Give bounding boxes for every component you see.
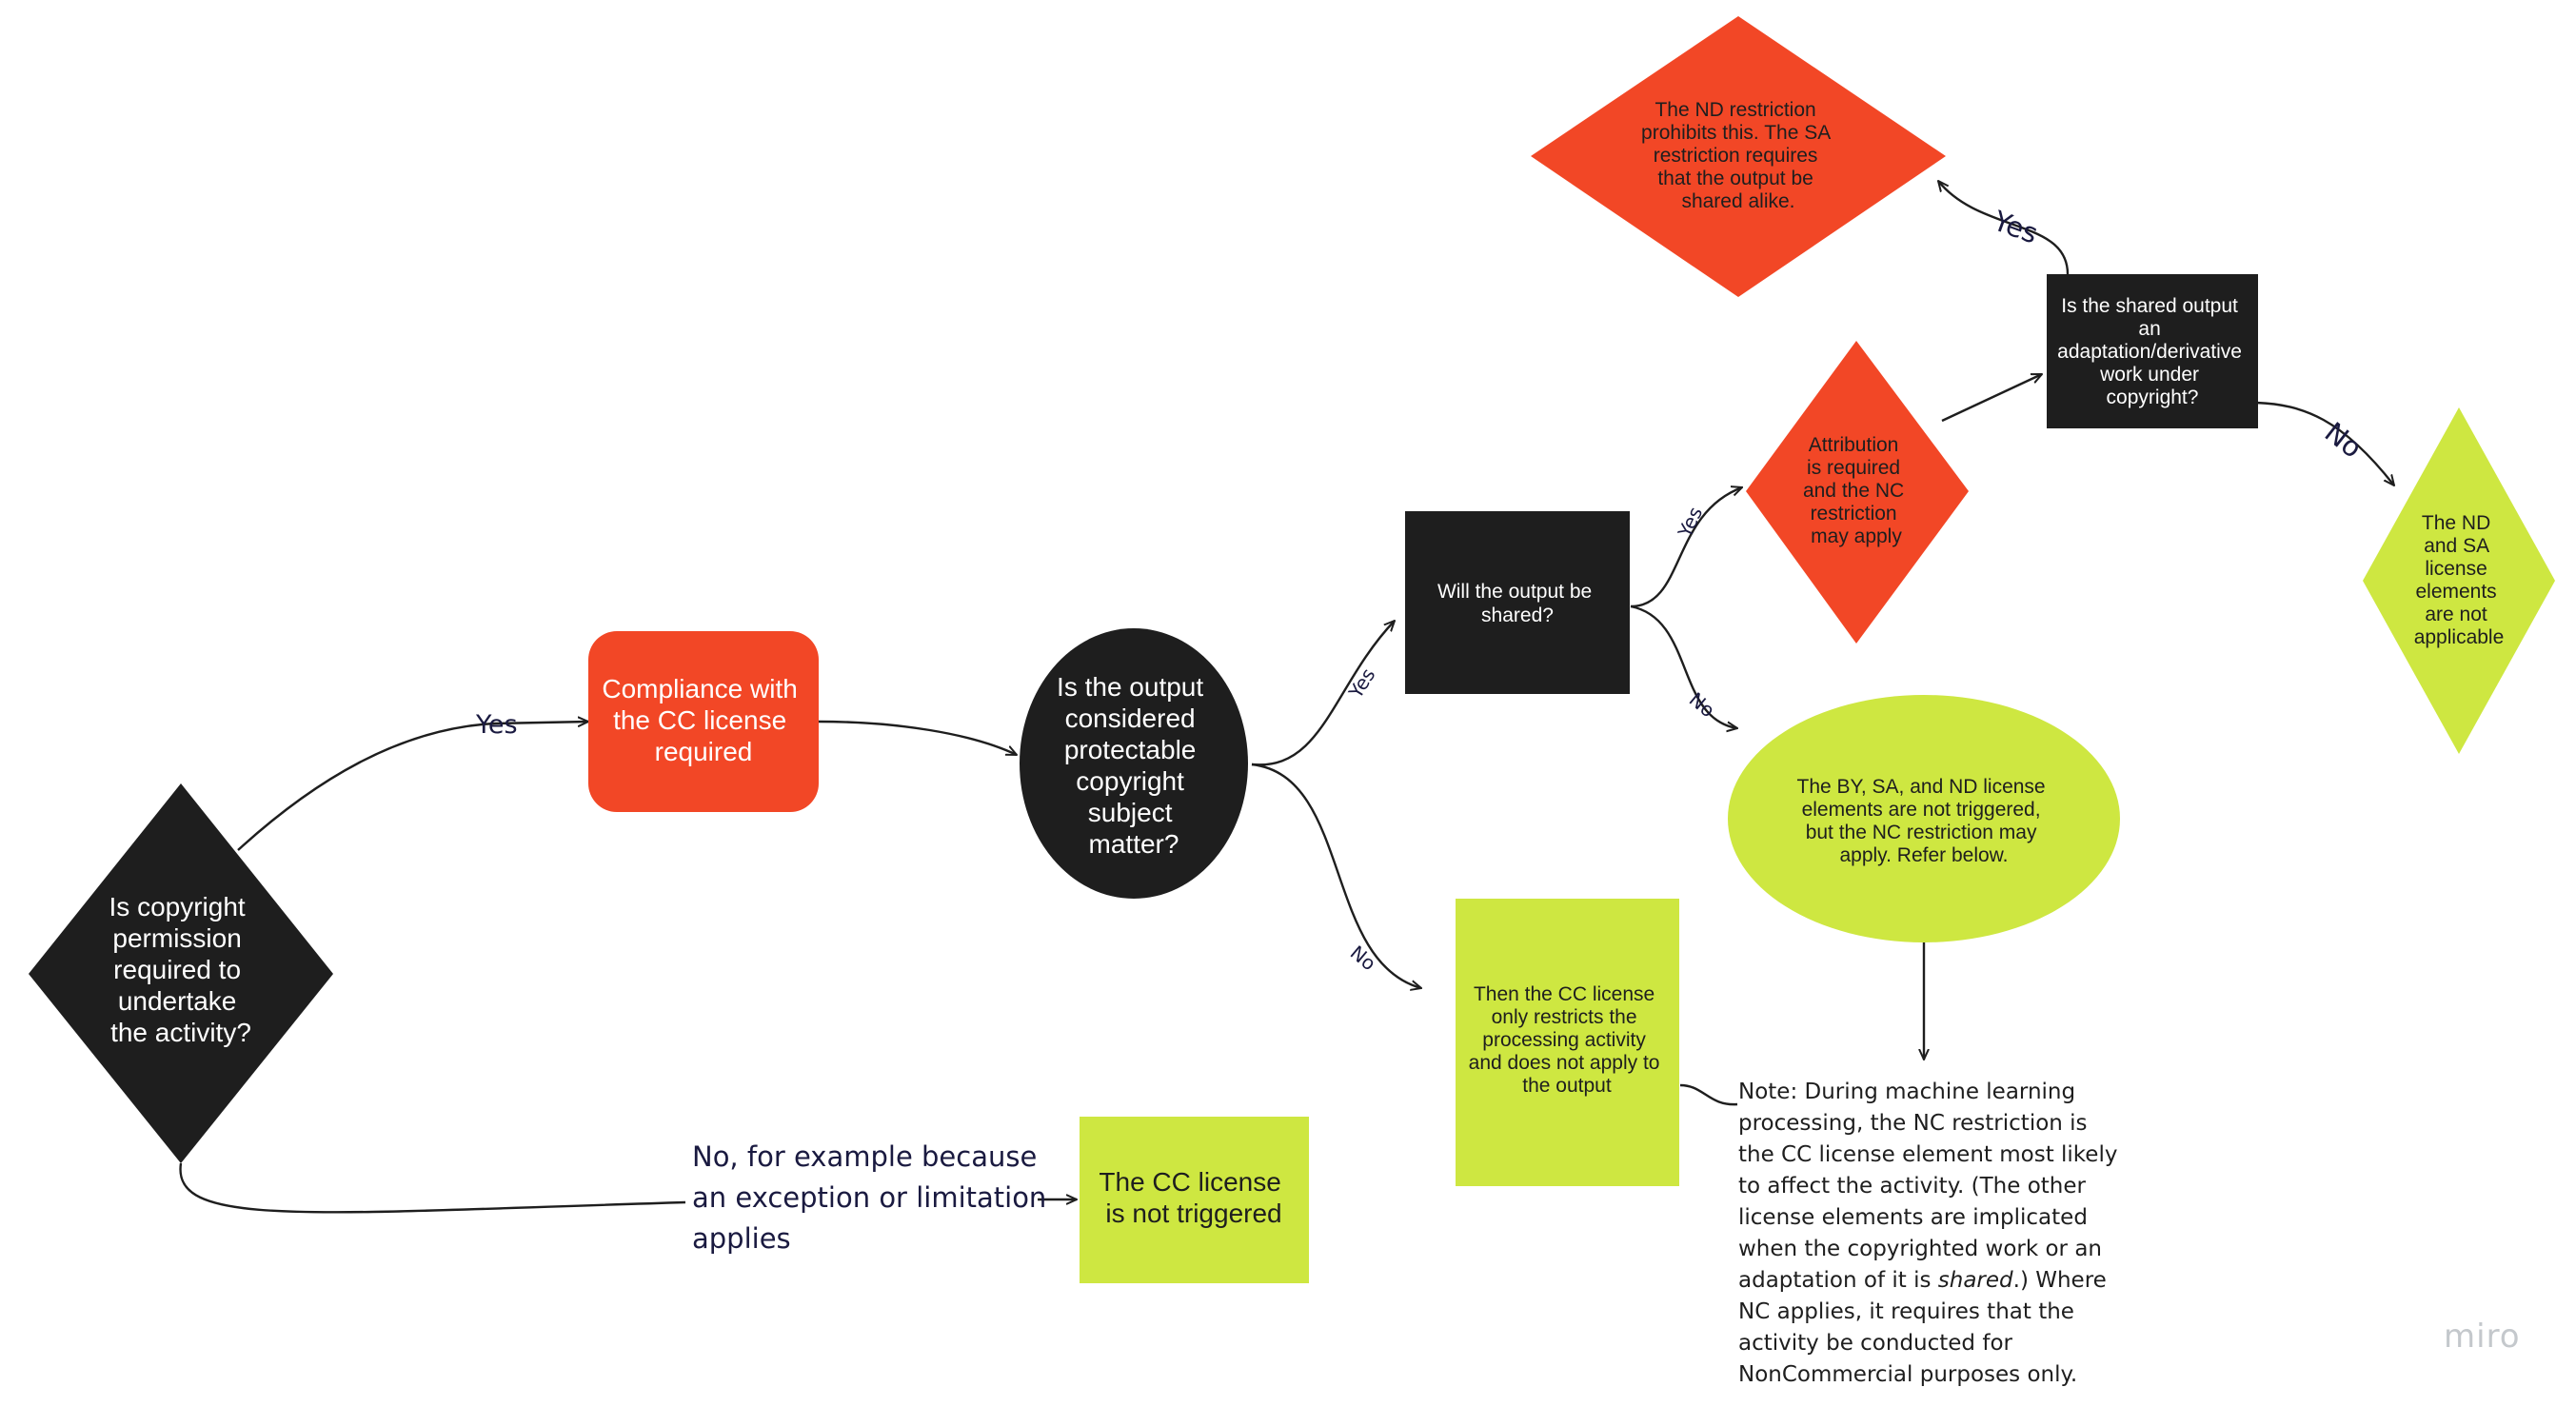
- node-label: Is the shared output an adaptation/deriv…: [2057, 295, 2248, 408]
- box-shape: [2047, 274, 2258, 428]
- edge-output-to-processing: [1251, 763, 1421, 988]
- edge-attribution-to-adaptation: [1941, 372, 2042, 423]
- rounded-box-shape: [588, 631, 819, 812]
- diamond-shape: [2363, 407, 2555, 754]
- box-shape: [1405, 511, 1630, 694]
- edge-processing-to-note: [1679, 1083, 1738, 1106]
- node-label: Attribution is required and the NC restr…: [1803, 434, 1910, 547]
- ellipse-shape: [1728, 695, 2120, 942]
- edge-shared-to-attribution: [1630, 487, 1742, 608]
- edge-compliance-to-output: [818, 720, 1017, 757]
- decision-shared-adaptation[interactable]: Is the shared output an adaptation/deriv…: [2047, 274, 2258, 428]
- diamond-shape: [1746, 341, 1969, 644]
- node-by-sa-nd-not-triggered[interactable]: The BY, SA, and ND license elements are …: [1728, 695, 2120, 942]
- ellipse-shape: [1020, 628, 1248, 899]
- box-shape: [1080, 1117, 1309, 1283]
- edge-label-no-exception: No, for example because an exception or …: [692, 1140, 1056, 1255]
- edge-adaptation-to-not-applicable: [2255, 401, 2394, 486]
- edge-label-yes-restriction: Yes: [1989, 204, 2043, 249]
- miro-watermark: miro: [2444, 1318, 2521, 1356]
- edge-label-no-exception-line: applies: [692, 1222, 791, 1255]
- node-label: Is copyright permission required to unde…: [109, 892, 253, 1047]
- decision-output-shared[interactable]: Will the output be shared?: [1405, 511, 1630, 694]
- node-compliance-required[interactable]: Compliance with the CC license required: [588, 631, 819, 812]
- edge-permission-to-not-triggered: [179, 1162, 686, 1214]
- edge-label-no-exception-line: No, for example because: [692, 1140, 1037, 1173]
- edge-label-no-not-applicable: No: [2319, 416, 2368, 465]
- node-label: Compliance with the CC license required: [602, 674, 804, 766]
- node-nd-sa-restriction[interactable]: The ND restriction prohibits this. The S…: [1531, 16, 1946, 297]
- node-label: The ND and SA license elements are not a…: [2414, 512, 2505, 648]
- node-label: The BY, SA, and ND license elements are …: [1797, 776, 2051, 866]
- decision-output-protectable[interactable]: Is the output considered protectable cop…: [1020, 628, 1248, 899]
- edge-permission-to-compliance: [237, 722, 588, 851]
- edge-output-to-shared: [1251, 621, 1395, 766]
- node-label: Then the CC license only restricts the p…: [1469, 983, 1666, 1097]
- node-label: The ND restriction prohibits this. The S…: [1641, 99, 1835, 212]
- box-shape: [1456, 899, 1679, 1186]
- decision-copyright-permission[interactable]: Is copyright permission required to unde…: [29, 783, 333, 1163]
- edge-label-no-exception-line: an exception or limitation: [692, 1181, 1046, 1214]
- node-cc-license-not-triggered[interactable]: The CC license is not triggered: [1080, 1117, 1309, 1283]
- node-label: The CC license is not triggered: [1099, 1167, 1288, 1228]
- diamond-shape: [1531, 16, 1946, 297]
- edge-label-yes-attribution: Yes: [1673, 504, 1707, 542]
- node-attribution-required[interactable]: Attribution is required and the NC restr…: [1746, 341, 1969, 644]
- edge-label-yes-shared: Yes: [1343, 664, 1379, 704]
- edge-label-no-processing: No: [1346, 941, 1380, 975]
- nc-note: Note: During machine learning processing…: [1738, 1080, 2125, 1387]
- node-label: Will the output be shared?: [1437, 581, 1597, 626]
- node-label: Is the output considered protectable cop…: [1057, 672, 1211, 859]
- diamond-shape: [29, 783, 333, 1163]
- edge-label-yes-compliance: Yes: [475, 710, 518, 740]
- node-nd-sa-not-applicable[interactable]: The ND and SA license elements are not a…: [2363, 407, 2555, 754]
- node-restricts-processing[interactable]: Then the CC license only restricts the p…: [1456, 899, 1679, 1186]
- edge-adaptation-to-restriction: [1938, 181, 2070, 275]
- edge-shared-to-not-triggered: [1630, 604, 1737, 728]
